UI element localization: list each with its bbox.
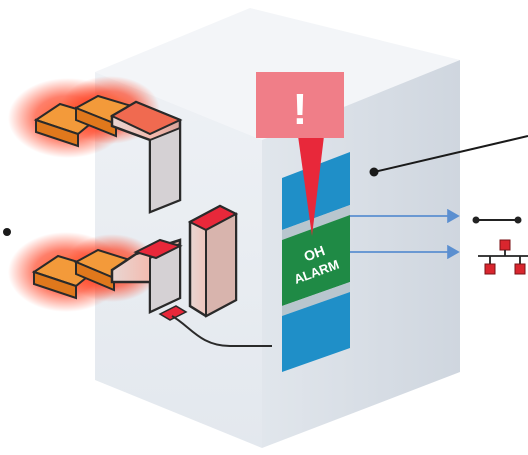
alarm-label-line1: OH xyxy=(302,242,327,264)
alarm-callout: ! xyxy=(256,72,344,236)
upper-busbar-group xyxy=(8,76,183,214)
vertical-busbar xyxy=(187,204,239,318)
alarm-callout-box xyxy=(256,72,344,138)
point-to-point-link-icon xyxy=(472,216,522,224)
lower-busbar-group xyxy=(8,232,188,321)
module-blue-bottom xyxy=(282,292,350,372)
left-callout-dot xyxy=(3,228,11,236)
enclosure-callout-line xyxy=(373,135,528,173)
exclamation-icon: ! xyxy=(293,85,308,134)
network-tree-icon xyxy=(478,239,528,275)
temperature-sensor-tip xyxy=(158,305,188,321)
module-grey-strip-2 xyxy=(282,282,350,316)
alarm-callout-pointer xyxy=(298,136,324,236)
module-grey-strip-1 xyxy=(282,205,350,240)
sensor-cable xyxy=(171,315,272,347)
module-green-panel xyxy=(282,215,350,306)
